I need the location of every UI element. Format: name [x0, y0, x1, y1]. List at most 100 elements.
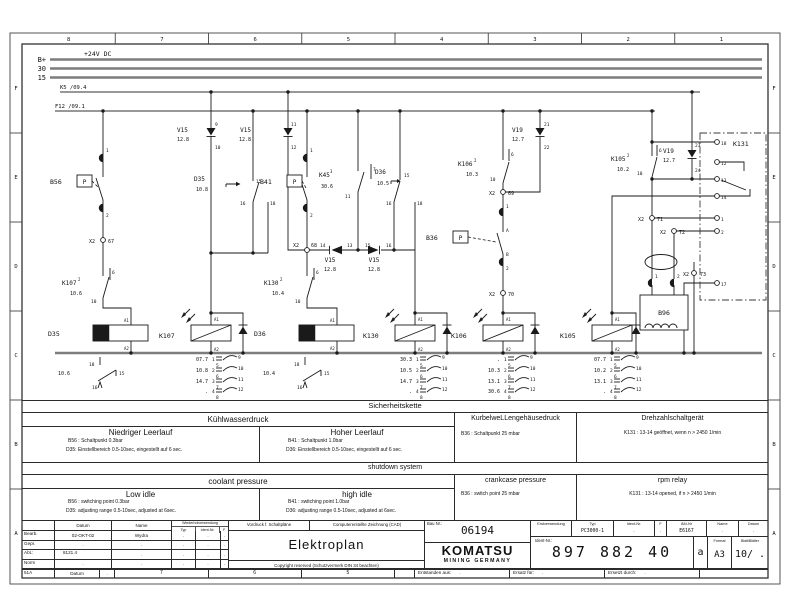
- schematic-label: 16: [92, 385, 98, 391]
- schematic-label: 30.6: [321, 184, 333, 190]
- schematic-label: 14.7: [400, 379, 412, 385]
- tb-v-datum: .: [739, 528, 768, 537]
- tb-h-format: Format: [713, 538, 726, 543]
- schematic-label: B36: [426, 234, 438, 242]
- schematic-label: 16: [297, 385, 303, 391]
- de-low-line1: B56 : Schaltpunkt 0.3bar: [68, 438, 123, 444]
- schematic-label: 5: [216, 363, 219, 369]
- schematic-label: 13: [347, 243, 353, 249]
- tb-h-name: Name: [112, 520, 172, 531]
- de-low-title: Niedriger Leerlauf: [108, 428, 173, 438]
- tb-blatt-value: 10/ .: [734, 549, 766, 561]
- schematic-label: D: [772, 264, 775, 270]
- schematic-label: 69: [508, 191, 514, 197]
- schematic-label: 12: [238, 387, 244, 393]
- de-rpm-line1: K131 : 13-14 geöffnet, wenn n > 2450 1/m…: [623, 430, 722, 436]
- schematic-label: 10: [442, 366, 448, 372]
- schematic-label: 2: [106, 213, 109, 219]
- schematic-label: 10.5: [400, 368, 412, 374]
- terminal-x2-68: [304, 247, 310, 253]
- schematic-label: 14: [721, 195, 727, 201]
- en-high-idle-cell: high idle B41 : switching point 1.0bar D…: [260, 489, 455, 520]
- schematic-label: 1: [416, 357, 419, 363]
- en-shutdown-strip: shutdown system: [22, 462, 768, 475]
- schematic-label: 11: [291, 122, 297, 128]
- tb-plan-title-cell: Elektroplan Copyright reserved (Schutzve…: [229, 531, 425, 569]
- schematic-label: 6: [216, 374, 219, 380]
- schematic-label: +24V DC: [84, 50, 111, 58]
- schematic-label: 10.3: [466, 172, 478, 178]
- schematic-label: 6: [253, 37, 256, 43]
- schematic-label: 12.8: [368, 267, 380, 273]
- schematic-label: 12: [291, 145, 297, 151]
- schematic-label: 10: [91, 299, 97, 305]
- komatsu-logo: KOMATSU: [441, 542, 514, 558]
- schematic-label: 67: [108, 239, 114, 245]
- en-high-line1: B41 : switching point 1.0bar: [288, 499, 350, 505]
- de-crankcase-title: KurbelweLLengehäusedruck: [471, 415, 560, 423]
- en-crankcase-title: crankcase pressure: [484, 477, 547, 485]
- tb-h-wieder-label: Wiederholverwendung: [182, 521, 218, 526]
- schematic-label: V15: [325, 257, 336, 264]
- schematic-label: A2: [124, 346, 129, 351]
- schematic-label: 1: [504, 357, 507, 363]
- schematic-label: 6: [508, 374, 511, 380]
- schematic-label: 7: [160, 37, 163, 43]
- schematic-label: 1: [310, 148, 313, 154]
- tb-corner: [22, 520, 55, 531]
- tb-bottom-col5: 5: [301, 569, 395, 578]
- schematic-label: 6: [420, 374, 423, 380]
- tb-blatt-cell: Blatt/Blätter 10/ .: [732, 537, 768, 569]
- terminal-x2-69: [500, 189, 506, 195]
- schematic-label: 72: [679, 230, 685, 236]
- schematic-label: 2: [627, 153, 630, 158]
- en-low-line1: B56 : switching point 0.3bar: [68, 499, 130, 505]
- diode-v19-21-22: [535, 127, 545, 137]
- schematic-label: 10.5: [377, 181, 389, 187]
- tb-row-abt: Abt.:: [22, 550, 55, 560]
- tb-v-name: .: [707, 528, 739, 537]
- schematic-label: 6: [316, 270, 319, 276]
- led-indicator-k105: [581, 308, 597, 324]
- schematic-label: 24: [695, 168, 701, 174]
- schematic-label: C: [772, 353, 775, 359]
- tb-komatsu-cell: KOMATSU MINING GERMANY: [425, 543, 531, 569]
- schematic-label: 18: [721, 141, 727, 147]
- schematic-label: B: [506, 252, 509, 258]
- tb-h-bau: Bau Nr.:: [427, 521, 443, 526]
- en-rpm-cell: rpm relay K131 : 13-14 opened, if n > 24…: [577, 475, 768, 520]
- schematic-label: 3: [533, 37, 536, 43]
- pressure-switch-b41-box: [286, 174, 303, 188]
- tb-norm-name: .: [112, 559, 172, 569]
- schematic-label: D: [14, 264, 17, 270]
- schematic-label: 30.6: [488, 389, 500, 395]
- schematic-label: 1: [720, 37, 723, 43]
- de-low-line2: D35: Einstellbereich 0.5-10sec, eingeste…: [66, 446, 183, 453]
- tb-v-f: .: [655, 528, 667, 537]
- schematic-label: A: [14, 531, 18, 537]
- schematic-label: 6: [659, 148, 662, 154]
- en-rpm-title: rpm relay: [657, 477, 688, 485]
- schematic-label: 3: [212, 379, 215, 385]
- tb-h-erst: Erstverwendung: [531, 520, 572, 528]
- en-low-line2: D35: adjusting range 0.5-10sec, adjusted…: [66, 507, 177, 514]
- schematic-label: 2: [677, 274, 680, 280]
- terminal-x2-73: [691, 270, 697, 276]
- schematic-label: A1: [124, 318, 129, 323]
- schematic-label: K105: [560, 332, 576, 340]
- schematic-label: F: [772, 86, 775, 92]
- tb-h-f: F: [223, 527, 226, 532]
- schematic-label: 2: [506, 266, 509, 272]
- tb-h-f2: F: [655, 520, 667, 528]
- schematic-label: 10.3: [488, 368, 500, 374]
- schematic-label: C: [14, 353, 17, 359]
- schematic-label: 13.1: [488, 379, 500, 385]
- schematic-label: K45: [319, 172, 330, 179]
- schematic-label: 8: [508, 395, 511, 401]
- cluster-k105-b96-k131: [581, 92, 767, 393]
- tb-gepr-typ: .: [172, 540, 196, 550]
- schematic-label: 1: [106, 148, 109, 154]
- tb-bottom-empty: [700, 569, 768, 578]
- tb-row-norm: Norm: [22, 559, 55, 569]
